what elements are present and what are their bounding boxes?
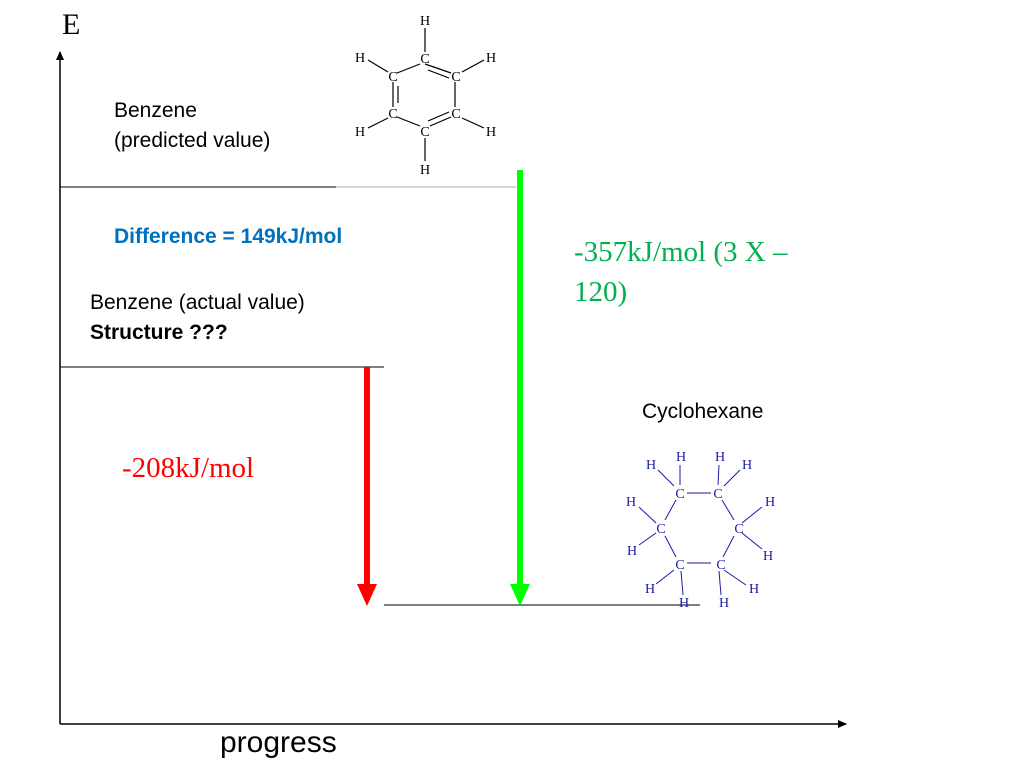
benzene-actual-line1: Benzene (actual value) — [90, 291, 305, 314]
red-arrow-label: -208kJ/mol — [122, 452, 255, 484]
benzene-atom: H — [486, 51, 496, 66]
benzene-atom: H — [420, 163, 430, 178]
benzene-atom: C — [420, 125, 429, 140]
green-arrow — [510, 170, 530, 606]
benzene-atom: C — [451, 107, 460, 122]
cyclohexane-atom: H — [645, 582, 655, 597]
cyclohexane-atom: H — [676, 450, 686, 465]
cyclohexane-atom: H — [626, 495, 636, 510]
cyclohexane-atom: H — [749, 582, 759, 597]
cyclohexane-structure — [638, 464, 763, 596]
benzene-atom: C — [388, 107, 397, 122]
cyclohexane-atom: H — [646, 458, 656, 473]
benzene-atom: H — [355, 51, 365, 66]
red-arrow — [357, 367, 377, 606]
y-axis-label: E — [62, 8, 81, 41]
benzene-atom: H — [486, 125, 496, 140]
cyclohexane-atom-labels: C C C C C C H H H H H H H H H H H H — [626, 450, 775, 611]
cyclohexane-atom: H — [763, 549, 773, 564]
cyclohexane-atom: C — [713, 487, 722, 502]
cyclohexane-atom: H — [719, 596, 729, 611]
cyclohexane-label: Cyclohexane — [642, 400, 764, 423]
cyclohexane-atom: H — [715, 450, 725, 465]
benzene-predicted-label: Benzene (predicted value) — [114, 96, 270, 156]
cyclohexane-atom: C — [675, 487, 684, 502]
benzene-actual-line2: Structure ??? — [90, 321, 228, 344]
difference-label: Difference = 149kJ/mol — [114, 225, 343, 248]
x-axis-label: progress — [220, 726, 337, 759]
benzene-predicted-line1: Benzene — [114, 99, 197, 122]
benzene-atom: C — [388, 70, 397, 85]
benzene-atom: H — [420, 14, 430, 29]
benzene-atom-labels: H C C C C C C H H H H H — [355, 14, 496, 178]
benzene-atom: H — [355, 125, 365, 140]
green-arrow-label: -357kJ/mol (3 X –120) — [574, 236, 788, 308]
cyclohexane-atom: H — [627, 544, 637, 559]
cyclohexane-atom: H — [742, 458, 752, 473]
cyclohexane-atom: H — [765, 495, 775, 510]
cyclohexane-atom: C — [656, 522, 665, 537]
benzene-atom: C — [420, 52, 429, 67]
benzene-atom: C — [451, 70, 460, 85]
cyclohexane-atom: C — [716, 558, 725, 573]
benzene-actual-label: Benzene (actual value) Structure ??? — [90, 288, 305, 348]
benzene-predicted-line2: (predicted value) — [114, 129, 271, 152]
benzene-structure — [367, 28, 485, 161]
cyclohexane-atom: C — [675, 558, 684, 573]
cyclohexane-atom: C — [734, 522, 743, 537]
cyclohexane-atom: H — [679, 596, 689, 611]
